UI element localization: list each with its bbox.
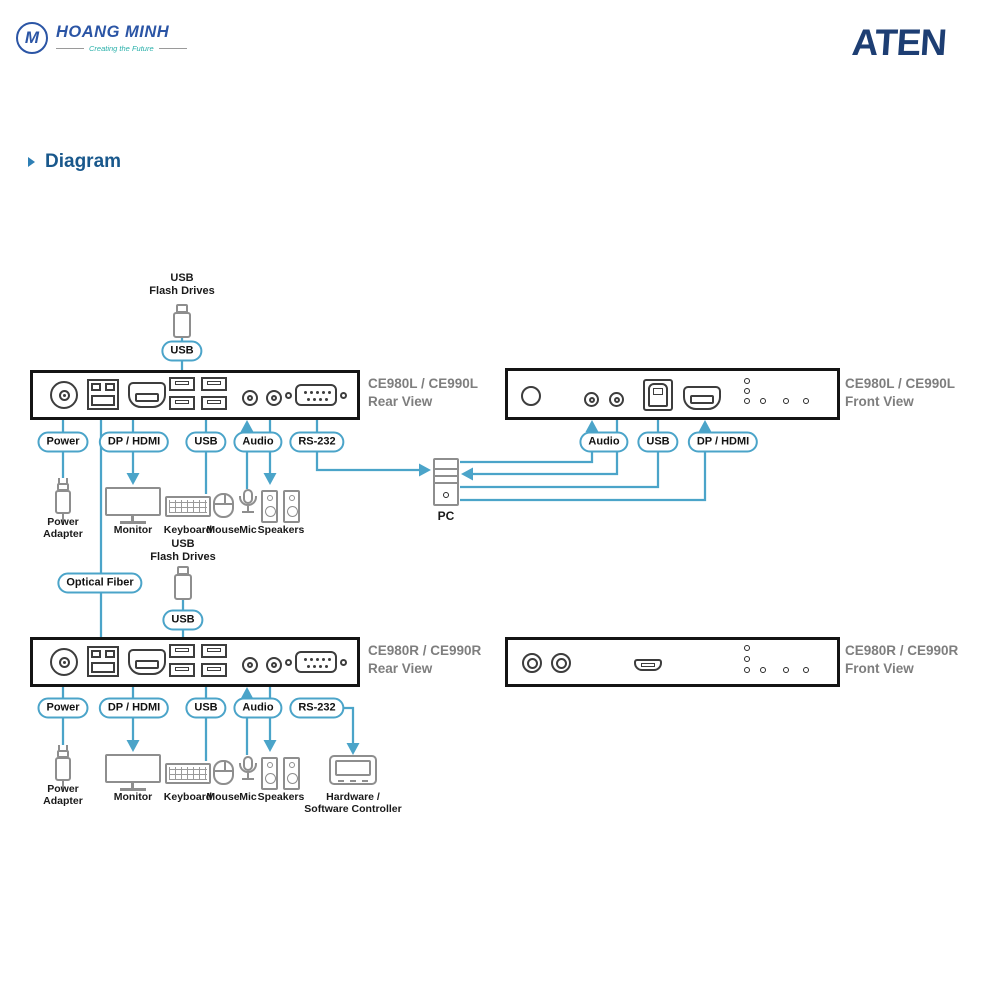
- section-title: Diagram: [45, 151, 122, 172]
- hoangminh-logo[interactable]: M HOANG MINH Creating the Future: [16, 22, 187, 54]
- usb-port: [169, 396, 195, 410]
- port-label-usb-1: USB: [185, 431, 227, 453]
- rs232-db9-port: [295, 384, 337, 406]
- monitor-label: Monitor: [113, 524, 153, 536]
- led-indicator: [783, 667, 789, 673]
- mic-jack-port: [584, 392, 599, 407]
- usb-pill-top: USB: [161, 340, 203, 362]
- brand-name: HOANG MINH: [56, 23, 170, 41]
- section-header-diagram[interactable]: Diagram: [28, 151, 121, 173]
- led-indicator: [744, 398, 750, 404]
- device-title-front-right: CE980R / CE990R Front View: [845, 643, 959, 676]
- hoangminh-monogram-icon: M: [16, 22, 48, 54]
- link-port: [87, 379, 119, 410]
- device-title-rear-left: CE980L / CE990L Rear View: [368, 376, 479, 409]
- mic-label: Mic: [239, 791, 257, 803]
- aten-logo[interactable]: ATEN: [850, 22, 948, 63]
- usb-port: [169, 377, 195, 391]
- controller-label: Hardware / Software Controller: [304, 791, 402, 815]
- led-indicator: [744, 656, 750, 662]
- speakers-label: Speakers: [257, 524, 305, 536]
- link-port: [87, 646, 119, 677]
- front-left-panel: [505, 368, 840, 420]
- triangle-bullet-icon: [28, 157, 35, 167]
- led-indicator: [760, 398, 766, 404]
- port-label-rs232-2: RS-232: [289, 697, 345, 719]
- led-indicator: [760, 667, 766, 673]
- front-button: [551, 653, 571, 673]
- usb-flash-label-line2: Flash Drives: [149, 285, 215, 297]
- db9-screw: [285, 659, 292, 666]
- usb-port: [169, 644, 195, 658]
- mouse-label: Mouse: [206, 524, 240, 536]
- led-indicator: [803, 398, 809, 404]
- port-label-audio-f1: Audio: [579, 431, 629, 453]
- usb-port: [201, 663, 227, 677]
- mic-jack-port: [242, 657, 258, 673]
- port-label-usb-f1: USB: [637, 431, 679, 453]
- device-title-front-left: CE980L / CE990L Front View: [845, 376, 956, 409]
- hdmi-port: [128, 382, 166, 408]
- speaker-jack-port: [266, 657, 282, 673]
- usb-port: [201, 644, 227, 658]
- power-button: [521, 386, 541, 406]
- mini-usb-port: [634, 659, 662, 671]
- tagline-rule-right: [158, 48, 187, 49]
- brand-tagline: Creating the Future: [89, 44, 154, 53]
- usb-flash-label-line1: USB: [170, 272, 194, 284]
- port-label-audio-1: Audio: [233, 431, 283, 453]
- port-label-dphdmi-2: DP / HDMI: [98, 697, 170, 719]
- front-right-panel: [505, 637, 840, 687]
- usb-flash2-label-line2: Flash Drives: [150, 551, 216, 563]
- led-indicator: [783, 398, 789, 404]
- port-label-power-1: Power: [37, 431, 89, 453]
- led-indicator: [803, 667, 809, 673]
- usb-port: [169, 663, 195, 677]
- power-jack-port: [50, 648, 78, 676]
- port-label-audio-2: Audio: [233, 697, 283, 719]
- led-indicator: [744, 378, 750, 384]
- rear-right-panel: [30, 637, 360, 687]
- led-indicator: [744, 645, 750, 651]
- db9-screw: [340, 392, 347, 399]
- port-label-usb-2: USB: [185, 697, 227, 719]
- front-button: [522, 653, 542, 673]
- keyboard-label: Keyboard: [163, 524, 213, 536]
- usb-port: [201, 396, 227, 410]
- device-title-rear-right: CE980R / CE990R Rear View: [368, 643, 482, 676]
- mic-jack-port: [242, 390, 258, 406]
- tagline-rule-left: [56, 48, 84, 49]
- led-indicator: [744, 388, 750, 394]
- port-label-dphdmi-f1: DP / HDMI: [687, 431, 759, 453]
- speaker-jack-port: [609, 392, 624, 407]
- power-adapter-label: Power Adapter: [43, 783, 83, 807]
- usb-port: [201, 377, 227, 391]
- usb-flash2-label-line1: USB: [171, 538, 195, 550]
- port-label-dphdmi-1: DP / HDMI: [98, 431, 170, 453]
- hdmi-port: [128, 649, 166, 675]
- db9-screw: [285, 392, 292, 399]
- mic-label: Mic: [239, 524, 257, 536]
- monitor-label: Monitor: [113, 791, 153, 803]
- speaker-jack-port: [266, 390, 282, 406]
- pc-label: PC: [437, 509, 455, 523]
- mouse-label: Mouse: [206, 791, 240, 803]
- rs232-db9-port: [295, 651, 337, 673]
- usb-b-port: [643, 379, 673, 411]
- port-label-rs232-1: RS-232: [289, 431, 345, 453]
- speakers-label: Speakers: [257, 791, 305, 803]
- power-jack-port: [50, 381, 78, 409]
- led-indicator: [744, 667, 750, 673]
- db9-screw: [340, 659, 347, 666]
- port-label-power-2: Power: [37, 697, 89, 719]
- rear-left-panel: [30, 370, 360, 420]
- keyboard-label: Keyboard: [163, 791, 213, 803]
- usb-pill-mid: USB: [162, 609, 204, 631]
- hdmi-port: [683, 386, 721, 410]
- power-adapter-label: Power Adapter: [43, 516, 83, 540]
- optical-fiber-pill: Optical Fiber: [57, 572, 143, 594]
